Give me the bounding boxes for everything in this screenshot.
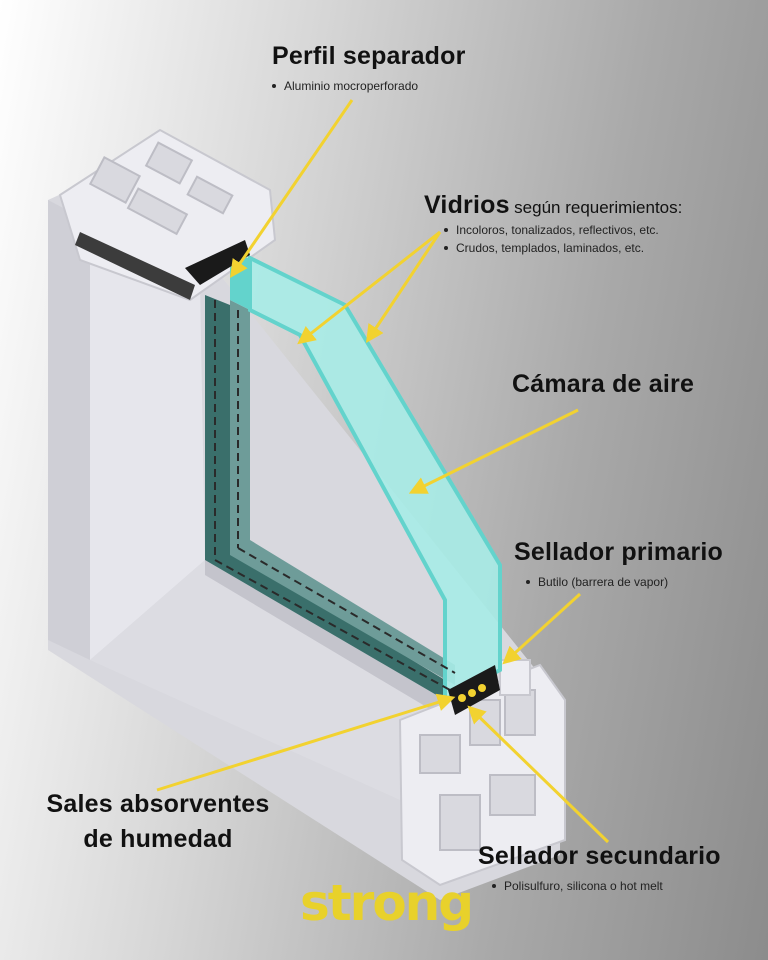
label-bullet: Butilo (barrera de vapor) (526, 575, 723, 589)
arrow-vidrio-2 (366, 231, 442, 343)
label-perfil-separador: Perfil separador Aluminio mocroperforado (272, 42, 466, 93)
label-title-line2: de humedad (83, 825, 233, 853)
label-title: Perfil separador (272, 42, 466, 70)
arrow-sales (156, 693, 456, 792)
window-frame (48, 128, 566, 900)
label-bullet: Aluminio mocroperforado (272, 79, 466, 93)
label-bullet: Polisulfuro, silicona o hot melt (492, 879, 721, 893)
label-vidrios: Vidrios según requerimientos: Incoloros,… (424, 191, 682, 255)
label-bullet: Crudos, templados, laminados, etc. (444, 241, 682, 255)
label-camara-de-aire: Cámara de aire (512, 370, 694, 399)
arrow-perfil (229, 99, 354, 278)
label-sellador-secundario: Sellador secundario Polisulfuro, silicon… (478, 842, 721, 893)
label-title: Cámara de aire (512, 370, 695, 398)
arrow-vidrio-1 (297, 230, 441, 345)
label-subtitle: según requerimientos: (514, 198, 683, 217)
label-bullet: Incoloros, tonalizados, reflectivos, etc… (444, 223, 682, 237)
label-title-line1: Sales absorventes (46, 790, 270, 818)
brand-logo: strong (300, 874, 474, 932)
arrow-camara (408, 408, 579, 494)
arrow-sellador-primario (502, 592, 582, 665)
label-title: Sellador primario (514, 538, 724, 566)
arrow-sellador-secundario (467, 705, 610, 844)
label-title: Vidrios (424, 191, 510, 219)
label-sales-absorventes: Sales absorventes de humedad (38, 790, 278, 854)
label-sellador-primario: Sellador primario Butilo (barrera de vap… (514, 538, 723, 589)
label-title: Sellador secundario (478, 842, 721, 870)
